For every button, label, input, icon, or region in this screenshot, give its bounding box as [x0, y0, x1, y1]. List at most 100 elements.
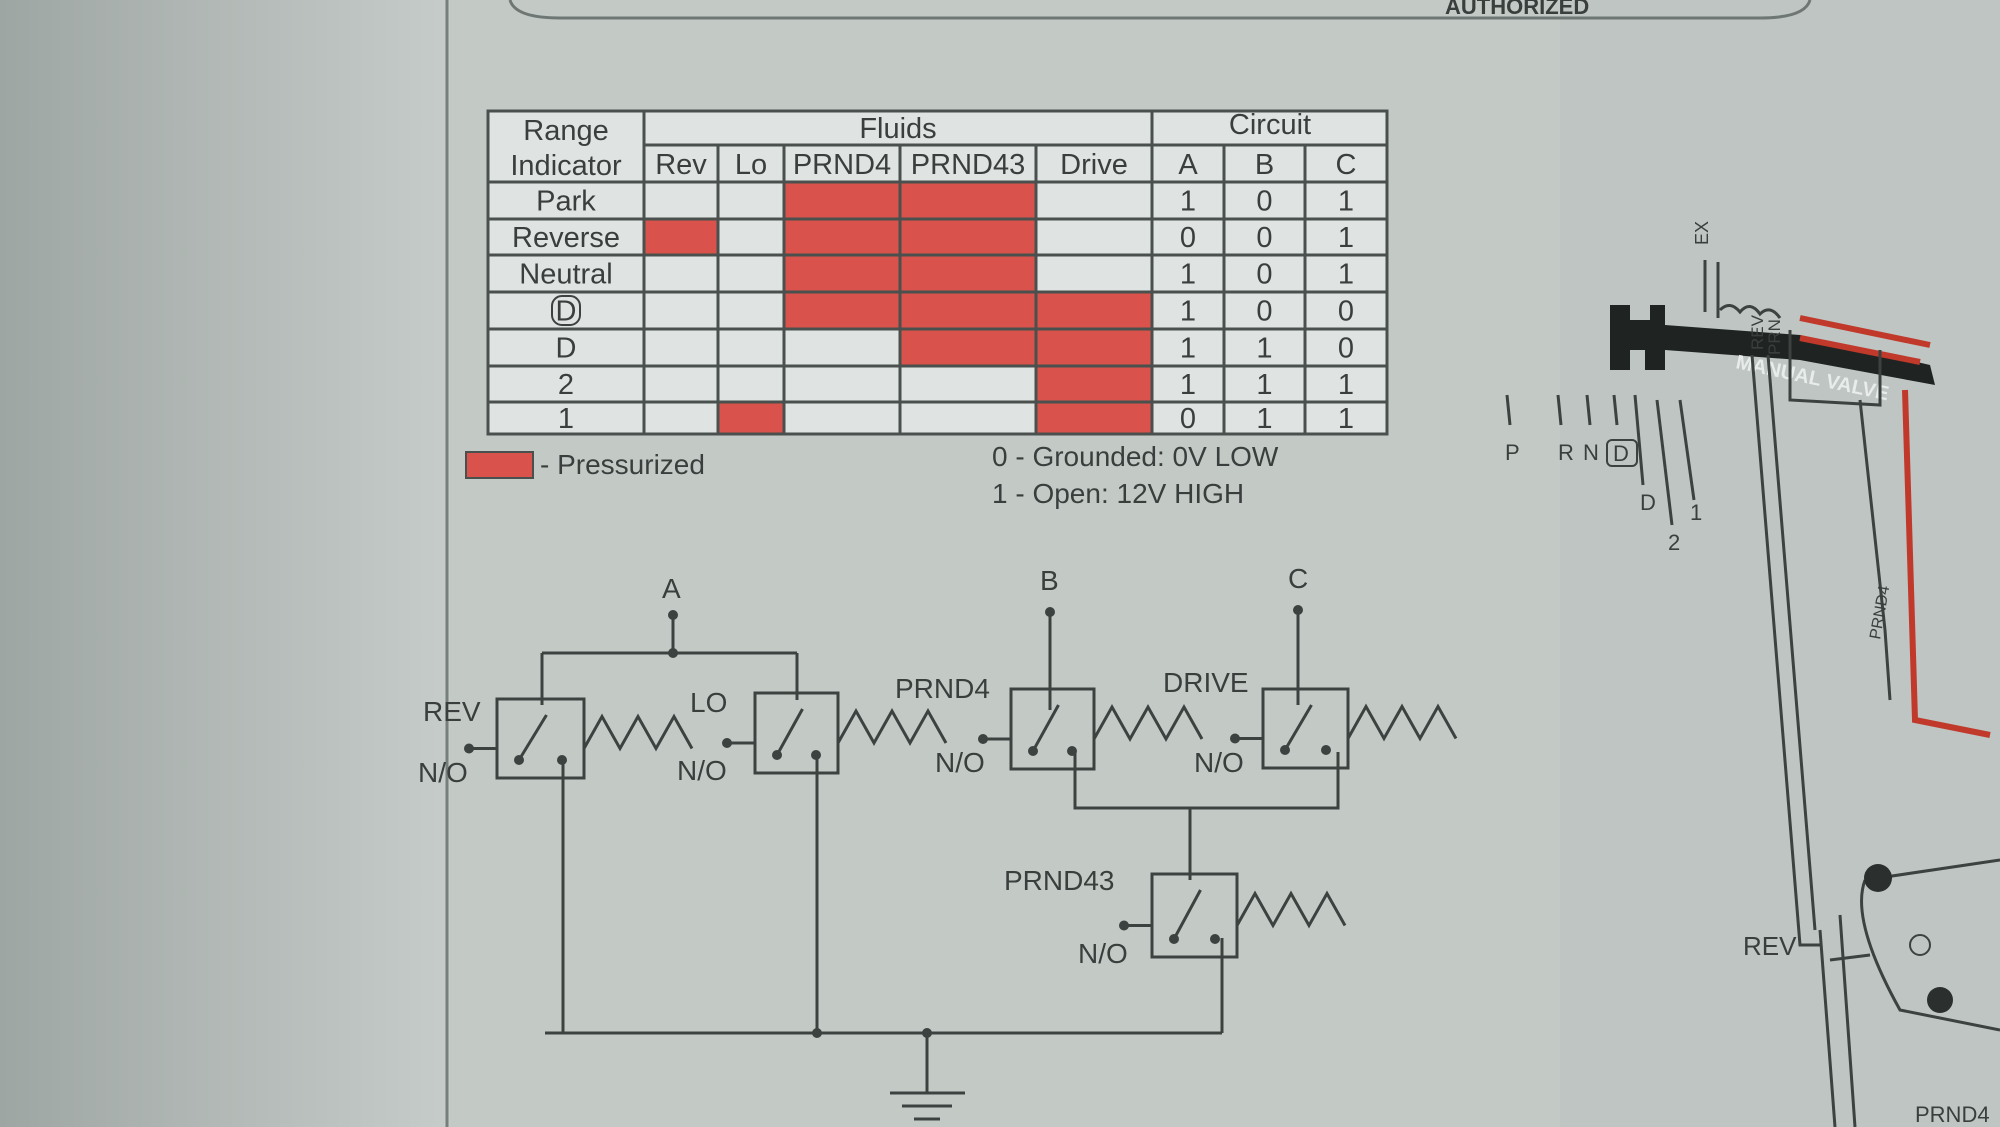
- prnd43-switch-state: N/O: [1078, 938, 1128, 969]
- rev-passage-label: REV: [1743, 931, 1797, 961]
- legend-pressurized: - Pressurized: [540, 449, 705, 480]
- pressurized-cell: [900, 219, 1036, 255]
- manifold-bolt: [1864, 864, 1892, 892]
- circuit-value-cell: 1: [1180, 186, 1196, 218]
- pressurized-swatch: [465, 451, 534, 479]
- circuit-value-cell: 1: [1338, 222, 1354, 254]
- circuit-value-cell: 1: [1338, 186, 1354, 218]
- prnd4-switch-label: PRND4: [895, 673, 990, 704]
- fluid-column-prnd4: PRND4: [793, 149, 891, 181]
- circuit-value-cell: 1: [1338, 259, 1354, 291]
- pressurized-cell: [1036, 292, 1152, 329]
- range-header-2: Indicator: [510, 150, 622, 182]
- junction-dot: [668, 648, 678, 658]
- spring-icon: [1346, 703, 1458, 742]
- position-r: R: [1558, 440, 1574, 465]
- prnd4-pressure-line: [1902, 389, 1991, 738]
- lo-switch-label: LO: [690, 687, 727, 718]
- range-cell: 2: [558, 369, 574, 401]
- top-heading: AUTHORIZED: [1445, 0, 1589, 19]
- ex-label: EX: [1692, 221, 1712, 245]
- circuit-value-cell: 0: [1256, 186, 1272, 218]
- circuit-value-cell: 0: [1338, 333, 1354, 365]
- pressurized-cell: [784, 292, 900, 329]
- pressurized-cell: [900, 255, 1036, 292]
- circuit-value-cell: 1: [1256, 369, 1272, 401]
- pressurized-cell: [784, 255, 900, 292]
- circuit-value-cell: 0: [1338, 296, 1354, 328]
- circuit-value-cell: 1: [1180, 333, 1196, 365]
- position-overdrive-circle: [1606, 439, 1638, 467]
- circuit-value-cell: 1: [1256, 403, 1272, 435]
- terminal-dot: [1230, 733, 1240, 744]
- lo-switch-blade: [775, 708, 804, 756]
- contact-dot: [1321, 745, 1331, 755]
- circuit-column-c: C: [1336, 149, 1357, 181]
- drive-switch-label: DRIVE: [1163, 667, 1249, 698]
- terminal-c-label: C: [1288, 563, 1308, 594]
- detent-marks: [1505, 394, 1696, 526]
- circuit-value-cell: 1: [1256, 333, 1272, 365]
- prnd43-switch-box: [1150, 872, 1239, 959]
- circuit-value-cell: 1: [1180, 259, 1196, 291]
- position-overdrive: D: [1613, 441, 1629, 466]
- drive-switch-blade: [1283, 704, 1313, 751]
- junction-dot: [922, 1028, 932, 1038]
- rev-switch-label: REV: [423, 696, 481, 727]
- fluids-header: Fluids: [859, 113, 936, 145]
- circuit-column-a: A: [1178, 149, 1198, 181]
- terminal-dot: [464, 743, 474, 754]
- wire: [1073, 750, 1340, 810]
- manifold-bolt: [1927, 987, 1953, 1013]
- prnd4-switch-blade: [1031, 704, 1060, 752]
- contact-dot: [1210, 934, 1220, 944]
- position-d: D: [1640, 490, 1656, 515]
- manual-valve-spool: [1610, 305, 1935, 385]
- pressurized-cell: [784, 182, 900, 219]
- pressurized-cell: [900, 292, 1036, 329]
- circuit-value-cell: 0: [1256, 222, 1272, 254]
- position-p: P: [1505, 440, 1520, 465]
- pressurized-cell: [784, 219, 900, 255]
- terminal-dot: [1119, 920, 1129, 931]
- switch-circuit: A B C REV N/O LO N/O PRND4 N/O DRIVE N/O…: [418, 563, 1458, 1121]
- pressurized-cell: [1036, 329, 1152, 366]
- valve-body-passages: [1750, 330, 1892, 947]
- top-box-border: [508, 0, 1812, 20]
- pressurized-cell: [900, 329, 1036, 366]
- fluid-column-rev: Rev: [655, 149, 707, 181]
- terminal-a-label: A: [662, 573, 681, 604]
- circuit-value-cell: 1: [1180, 369, 1196, 401]
- terminal-dot: [722, 738, 732, 748]
- prnd43-switch-label: PRND43: [1004, 865, 1114, 896]
- prnd43-switch-blade: [1172, 889, 1202, 940]
- drive-switch-box: [1261, 687, 1350, 770]
- position-n: N: [1583, 440, 1599, 465]
- page-gutter: [0, 0, 450, 1127]
- overdrive-circle: [551, 295, 581, 326]
- range-cell: 1: [558, 403, 574, 435]
- port-prn: PRN: [1765, 319, 1784, 355]
- terminal-b-label: B: [1040, 565, 1059, 596]
- prnd4-switch-box: [1009, 687, 1096, 771]
- circuit-value-cell: 0: [1256, 259, 1272, 291]
- legend-zero: 0 - Grounded: 0V LOW: [992, 441, 1279, 472]
- prnd4-bottom-label: PRND4: [1915, 1102, 1990, 1127]
- right-page-shade: [1560, 0, 2000, 1127]
- drive-switch-state: N/O: [1194, 747, 1244, 778]
- fluid-column-lo: Lo: [735, 149, 767, 181]
- rev-passage: [1818, 914, 1871, 1127]
- circuit-value-cell: 0: [1180, 403, 1196, 435]
- pressure-line: [1799, 315, 1931, 365]
- circuit-value-cell: 1: [1180, 296, 1196, 328]
- range-cell: D: [556, 333, 577, 365]
- spring-icon: [1092, 703, 1204, 743]
- fluid-column-drive: Drive: [1060, 149, 1128, 181]
- circuit-value-cell: 1: [1338, 369, 1354, 401]
- pressurized-cell: [900, 182, 1036, 219]
- junction-dot: [1293, 605, 1303, 615]
- range-cell: Reverse: [512, 222, 620, 254]
- pressurized-cell: [718, 402, 784, 434]
